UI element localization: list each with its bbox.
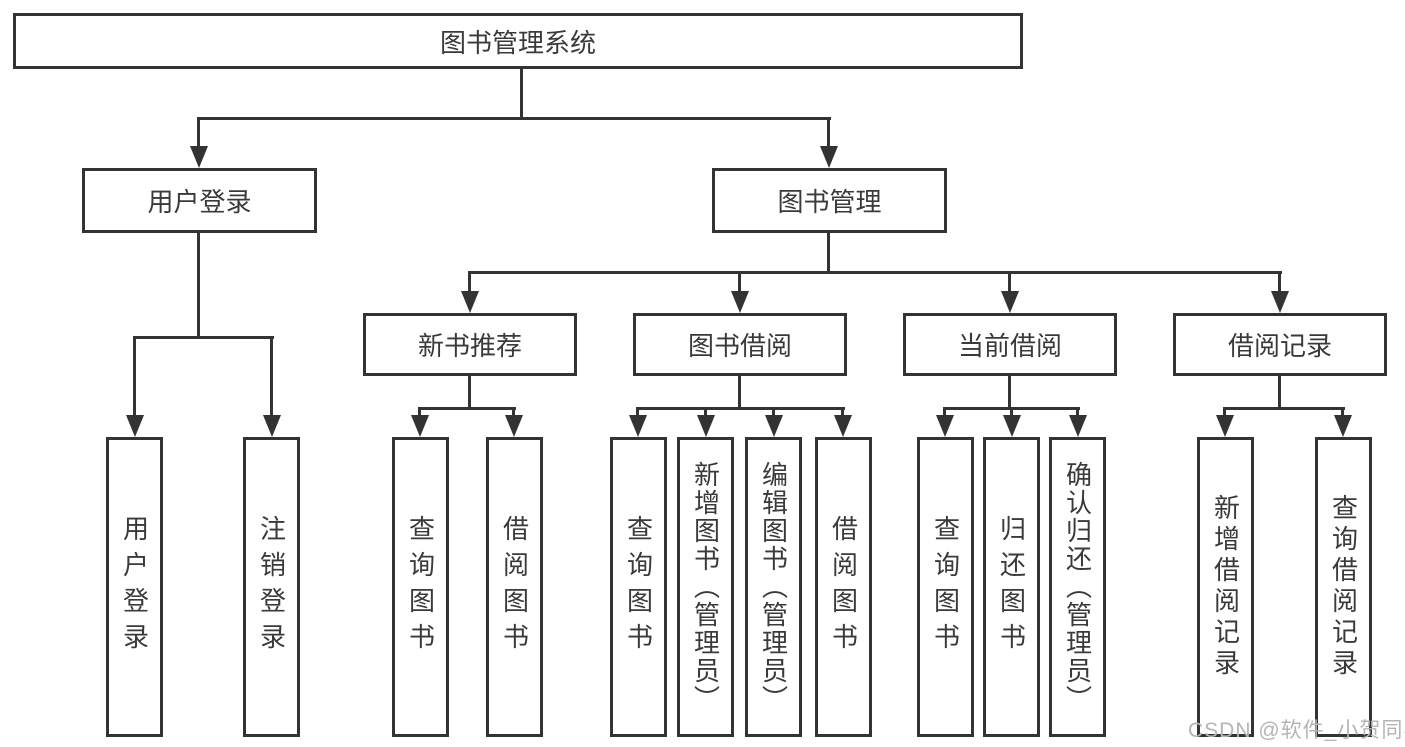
arrow-down-icon <box>1334 415 1352 437</box>
arrow-down-icon <box>1001 291 1019 313</box>
node-root: 图书管理系统 <box>13 13 1023 69</box>
node-root-label: 图书管理系统 <box>439 27 596 58</box>
arrow-down-icon <box>411 415 429 437</box>
connector-arrow-stem <box>1278 272 1281 291</box>
leaf-user-login: 用户登录 <box>106 437 163 737</box>
arrow-down-icon <box>697 415 715 437</box>
node-book-borrow: 图书借阅 <box>633 313 847 376</box>
connector-arrow-stem <box>133 337 136 415</box>
leaf-query-books-1-label: 查询图书 <box>405 515 436 659</box>
leaf-borrow-books-2: 借阅图书 <box>815 437 872 737</box>
arrow-down-icon <box>765 415 783 437</box>
connector-currentborrow-stem <box>1008 376 1011 410</box>
arrow-down-icon <box>936 415 954 437</box>
connector-arrow-stem <box>270 337 273 415</box>
arrow-down-icon <box>834 415 852 437</box>
arrow-down-icon <box>820 146 838 168</box>
connector-newbook-stem <box>468 376 471 410</box>
arrow-down-icon <box>629 415 647 437</box>
leaf-edit-books-admin: 编辑图书（管理员） <box>745 437 802 737</box>
node-book-borrow-label: 图书借阅 <box>687 331 792 361</box>
arrow-down-icon <box>126 415 144 437</box>
connector-borrowrecords-stem <box>1278 376 1281 410</box>
leaf-confirm-return-admin-label: 确认归还（管理员） <box>1062 461 1093 713</box>
leaf-user-login-label: 用户登录 <box>119 515 150 659</box>
connector-userlogin-stem <box>197 233 200 339</box>
connector-arrow-stem <box>1223 408 1226 415</box>
node-new-book-recommend: 新书推荐 <box>363 313 577 376</box>
connector-arrow-stem <box>636 408 639 415</box>
csdn-watermark: CSDN @软件_小贺同学 <box>1188 719 1405 742</box>
node-current-borrow-label: 当前借阅 <box>957 331 1062 361</box>
arrow-down-icon <box>461 291 479 313</box>
connector-bookborrow-stem <box>738 376 741 410</box>
arrow-down-icon <box>1271 291 1289 313</box>
leaf-borrow-books-2-label: 借阅图书 <box>828 515 859 659</box>
leaf-add-books-admin-label: 新增图书（管理员） <box>690 461 721 713</box>
connector-arrow-stem <box>1010 408 1013 415</box>
connector-newbook-hbar <box>418 407 516 410</box>
connector-userlogin-hbar <box>133 336 274 339</box>
arrow-down-icon <box>1216 415 1234 437</box>
arrow-down-icon <box>731 291 749 313</box>
connector-arrow-stem <box>468 272 471 291</box>
leaf-query-books-3-label: 查询图书 <box>930 515 961 659</box>
connector-arrow-stem <box>197 118 200 146</box>
leaf-query-books-2: 查询图书 <box>610 437 667 737</box>
connector-arrow-stem <box>1076 408 1079 415</box>
connector-bookmgmt-hbar <box>468 271 1282 274</box>
node-book-management: 图书管理 <box>712 168 947 233</box>
leaf-query-books-1: 查询图书 <box>392 437 449 737</box>
node-user-login-label: 用户登录 <box>147 187 252 217</box>
connector-arrow-stem <box>704 408 707 415</box>
leaf-add-borrow-record-label: 新增借阅记录 <box>1210 494 1241 680</box>
connector-borrowrecords-hbar <box>1223 407 1345 410</box>
connector-arrow-stem <box>512 408 515 415</box>
node-book-management-label: 图书管理 <box>777 187 882 217</box>
node-current-borrow: 当前借阅 <box>903 313 1117 376</box>
connector-arrow-stem <box>418 408 421 415</box>
leaf-logout-label: 注销登录 <box>256 515 287 659</box>
arrow-down-icon <box>1069 415 1087 437</box>
connector-arrow-stem <box>943 408 946 415</box>
node-user-login: 用户登录 <box>82 168 317 233</box>
connector-bookborrow-hbar <box>636 407 845 410</box>
leaf-query-borrow-record-label: 查询借阅记录 <box>1328 494 1359 680</box>
leaf-logout: 注销登录 <box>243 437 300 737</box>
arrow-down-icon <box>190 146 208 168</box>
leaf-query-borrow-record: 查询借阅记录 <box>1315 437 1372 737</box>
leaf-borrow-books-1-label: 借阅图书 <box>499 515 530 659</box>
connector-bookmgmt-stem <box>827 233 830 274</box>
leaf-add-borrow-record: 新增借阅记录 <box>1197 437 1254 737</box>
arrow-down-icon <box>263 415 281 437</box>
leaf-edit-books-admin-label: 编辑图书（管理员） <box>758 461 789 713</box>
leaf-confirm-return-admin: 确认归还（管理员） <box>1049 437 1106 737</box>
leaf-add-books-admin: 新增图书（管理员） <box>677 437 734 737</box>
leaf-return-books: 归还图书 <box>983 437 1040 737</box>
arrow-down-icon <box>1003 415 1021 437</box>
leaf-return-books-label: 归还图书 <box>996 515 1027 659</box>
node-new-book-recommend-label: 新书推荐 <box>417 331 522 361</box>
leaf-query-books-3: 查询图书 <box>917 437 974 737</box>
connector-arrow-stem <box>738 272 741 291</box>
connector-arrow-stem <box>841 408 844 415</box>
leaf-borrow-books-1: 借阅图书 <box>486 437 543 737</box>
arrow-down-icon <box>505 415 523 437</box>
connector-arrow-stem <box>1008 272 1011 291</box>
leaf-query-books-2-label: 查询图书 <box>623 515 654 659</box>
connector-arrow-stem <box>827 118 830 146</box>
connector-arrow-stem <box>1341 408 1344 415</box>
connector-root-hbar <box>197 117 831 120</box>
connector-arrow-stem <box>772 408 775 415</box>
node-borrow-records-label: 借阅记录 <box>1227 331 1332 361</box>
connector-root-stem <box>520 68 523 120</box>
node-borrow-records: 借阅记录 <box>1173 313 1387 376</box>
